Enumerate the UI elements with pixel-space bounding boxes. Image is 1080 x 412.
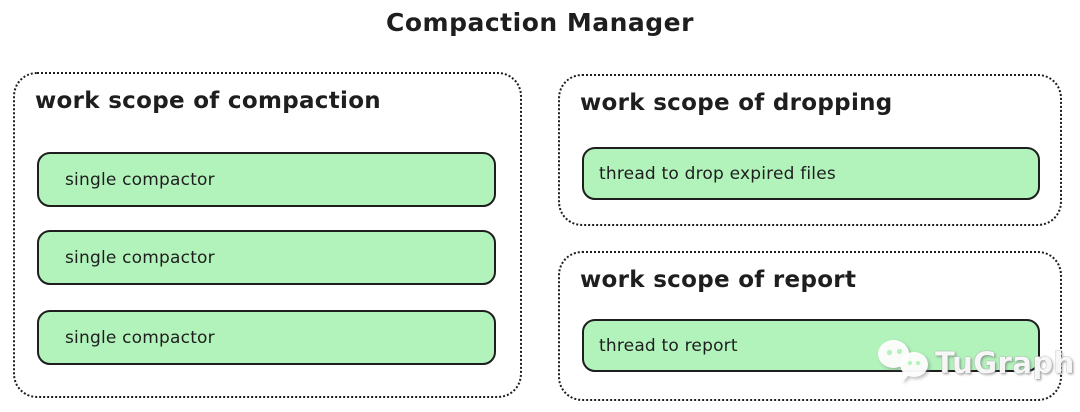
panel-label-report: work scope of report bbox=[580, 267, 857, 293]
panel-label-compaction: work scope of compaction bbox=[35, 88, 381, 114]
node-single-compactor-2: single compactor bbox=[37, 230, 496, 285]
panel-work-scope-of-compaction: work scope of compaction single compacto… bbox=[13, 72, 522, 398]
node-label: single compactor bbox=[65, 327, 215, 348]
node-label: thread to report bbox=[599, 335, 738, 356]
node-thread-to-drop-expired-files: thread to drop expired files bbox=[582, 147, 1040, 200]
node-thread-to-report: thread to report bbox=[582, 319, 1040, 372]
node-single-compactor-1: single compactor bbox=[37, 152, 496, 207]
node-single-compactor-3: single compactor bbox=[37, 310, 496, 365]
panel-label-dropping: work scope of dropping bbox=[580, 90, 893, 116]
node-label: thread to drop expired files bbox=[599, 163, 836, 184]
node-label: single compactor bbox=[65, 247, 215, 268]
panel-work-scope-of-dropping: work scope of dropping thread to drop ex… bbox=[558, 74, 1062, 226]
panel-work-scope-of-report: work scope of report thread to report bbox=[558, 251, 1062, 401]
node-label: single compactor bbox=[65, 169, 215, 190]
diagram-title: Compaction Manager bbox=[386, 8, 694, 37]
